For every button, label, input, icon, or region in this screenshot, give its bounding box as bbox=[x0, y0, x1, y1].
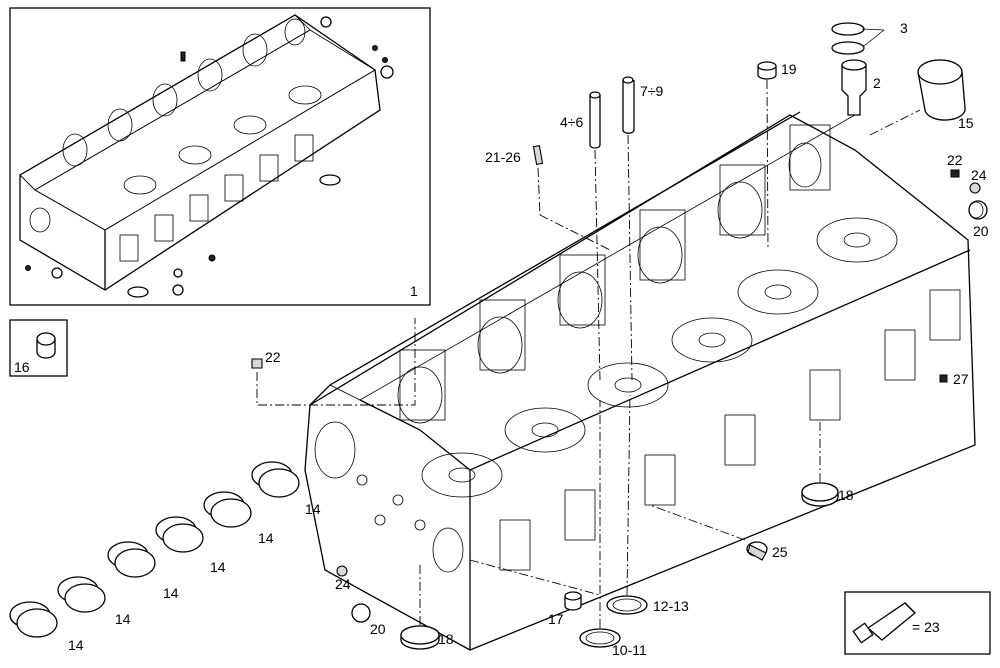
callout-20-right: 20 bbox=[973, 223, 989, 239]
callout-20-bottom: 20 bbox=[370, 621, 386, 637]
callout-23: = 23 bbox=[912, 619, 940, 635]
parts-2-3-15: 3 2 15 bbox=[831, 20, 974, 136]
inset-16-frame bbox=[9, 319, 68, 377]
callout-27: 27 bbox=[953, 371, 969, 387]
inset-assembled-head: 1 bbox=[9, 7, 431, 306]
callout-21-26: 21-26 bbox=[485, 149, 521, 165]
callout-14-f: 14 bbox=[305, 501, 321, 517]
inset-part-16: 16 bbox=[9, 319, 68, 377]
callout-14-d: 14 bbox=[210, 559, 226, 575]
callout-14-c: 14 bbox=[163, 585, 179, 601]
callout-22-right: 22 bbox=[947, 152, 963, 168]
callout-2: 2 bbox=[873, 75, 881, 91]
inset-frame bbox=[9, 7, 431, 306]
callout-24-right: 24 bbox=[971, 167, 987, 183]
callout-12-13: 12-13 bbox=[653, 598, 689, 614]
sealant-tube-icon bbox=[852, 602, 916, 644]
callout-25: 25 bbox=[772, 544, 788, 560]
callout-24-bottom: 24 bbox=[335, 576, 351, 592]
callout-3: 3 bbox=[900, 20, 908, 36]
callout-18-right: 18 bbox=[838, 487, 854, 503]
parts-right-small: 22 24 20 27 bbox=[939, 152, 989, 387]
callout-14-b: 14 bbox=[115, 611, 131, 627]
callout-16: 16 bbox=[14, 359, 30, 375]
main-cylinder-head bbox=[304, 111, 976, 651]
callout-10-11: 10-11 bbox=[612, 642, 647, 658]
callout-7-9: 7÷9 bbox=[640, 83, 663, 99]
callout-14-a: 14 bbox=[68, 637, 84, 653]
inset-23-frame bbox=[844, 591, 991, 655]
inset-sealant-23: = 23 bbox=[844, 591, 991, 655]
bearing-shells-14: 14 14 14 14 14 14 bbox=[9, 461, 321, 653]
callout-1: 1 bbox=[410, 283, 418, 299]
callout-17: 17 bbox=[548, 611, 564, 627]
callout-4-6: 4÷6 bbox=[560, 114, 583, 130]
parts-bottom-small: 22 24 20 18 17 12-13 10-11 25 18 bbox=[251, 318, 854, 658]
callout-14-e: 14 bbox=[258, 530, 274, 546]
callout-18-bottom: 18 bbox=[438, 631, 454, 647]
callout-22-left: 22 bbox=[265, 349, 281, 365]
callout-15: 15 bbox=[958, 115, 974, 131]
callout-19: 19 bbox=[781, 61, 797, 77]
parts-4-9-19-21: 4÷6 7÷9 19 21-26 bbox=[485, 61, 797, 381]
